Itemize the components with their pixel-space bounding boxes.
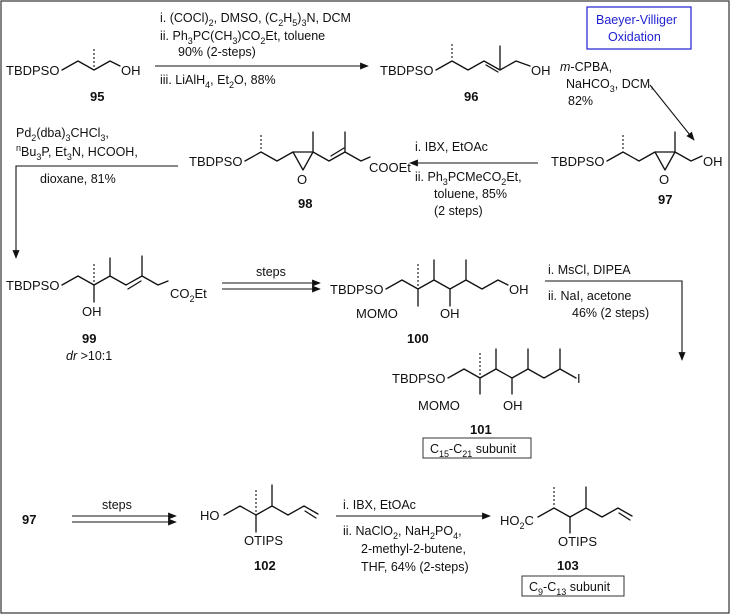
reaction-arrow-2 [649,84,695,141]
compound-number: 103 [557,558,579,573]
tbdpso-label: TBDPSO [392,371,445,386]
svg-text:(2 steps): (2 steps) [434,204,483,218]
svg-text:THF, 64% (2-steps): THF, 64% (2-steps) [361,560,469,574]
subunit-label: C15-C21 subunit [430,442,517,459]
tbdpso-label: TBDPSO [551,154,604,169]
reaction-arrow-7 [72,512,177,526]
compound-number: 98 [298,196,312,211]
svg-text:ii. Ph3PC(CH3)CO2Et, toluene: ii. Ph3PC(CH3)CO2Et, toluene [160,29,325,46]
compound-number: 101 [470,422,492,437]
compound-number: 102 [254,558,276,573]
compound-97-label: 97 [22,512,36,527]
ester-label: COOEt [369,160,411,175]
epoxide-oxygen: O [659,172,669,187]
hydroxyl-label: OH [531,63,551,78]
svg-text:i. (COCl)2, DMSO, (C2H5)3N, DC: i. (COCl)2, DMSO, (C2H5)3N, DCM [160,11,351,28]
svg-text:2-methyl-2-butene,: 2-methyl-2-butene, [361,542,466,556]
reaction-arrow-4 [12,165,178,259]
svg-text:Pd2(dba)3CHCl3,: Pd2(dba)3CHCl3, [16,126,109,143]
conditions-step-7: steps [102,498,132,512]
compound-number: 97 [658,192,672,207]
compound-96: TBDPSO OH 96 [380,42,551,104]
tbdpso-label: TBDPSO [380,63,433,78]
svg-text:i. MsCl, DIPEA: i. MsCl, DIPEA [548,263,631,277]
hydroxyl-label: HO [200,508,220,523]
svg-text:HO2C: HO2C [500,513,534,531]
tbdpso-label: TBDPSO [330,282,383,297]
otips-label: OTIPS [244,533,283,548]
otips-label: OTIPS [558,534,597,549]
conditions-step-2: m-CPBA, NaHCO3, DCM, 82% [560,60,654,108]
svg-text:NaHCO3, DCM,: NaHCO3, DCM, [566,77,654,94]
conditions-step-8: i. IBX, EtOAc ii. NaClO2, NaH2PO4, 2-met… [343,498,469,574]
compound-97: TBDPSO O OH 97 [551,131,723,207]
svg-text:nBu3P, Et3N, HCOOH,: nBu3P, Et3N, HCOOH, [16,143,138,162]
conditions-step-1: i. (COCl)2, DMSO, (C2H5)3N, DCM ii. Ph3P… [160,11,351,90]
carboxylic-acid-label: HO [500,513,520,528]
svg-text:CO2Et: CO2Et [170,286,207,304]
compound-102: HO OTIPS 102 [200,484,319,573]
hydroxyl-label: OH [82,304,102,319]
svg-text:90% (2-steps): 90% (2-steps) [178,45,256,59]
compound-number: 96 [464,89,478,104]
svg-text:Oxidation: Oxidation [608,30,661,44]
svg-text:i. IBX, EtOAc: i. IBX, EtOAc [415,140,488,154]
svg-text:82%: 82% [568,94,593,108]
tbdpso-label: TBDPSO [189,154,242,169]
conditions-step-3: i. IBX, EtOAc ii. Ph3PCMeCO2Et, toluene,… [415,140,522,218]
mom-label: MOMO [418,398,460,413]
tbdpso-label: TBDPSO [6,63,59,78]
svg-text:dioxane, 81%: dioxane, 81% [40,172,116,186]
svg-text:46% (2 steps): 46% (2 steps) [572,306,649,320]
reaction-arrow-6 [545,280,686,361]
compound-99: TBDPSO OH CO2Et 99 dr >10:1 [6,255,207,363]
iodo-label: I [577,371,581,386]
hydroxyl-label: OH [703,154,723,169]
ester-label: CO [170,286,190,301]
subunit-label: C9-C13 subunit [529,580,611,597]
hydroxyl-label: OH [440,306,460,321]
compound-101: TBDPSO I MOMO OH 101 C15-C21 subunit [392,348,581,459]
hydroxyl-label: OH [503,398,523,413]
conditions-step-5: steps [256,265,286,279]
svg-text:Baeyer-Villiger: Baeyer-Villiger [596,13,677,27]
baeyer-villiger-box: Baeyer-Villiger Oxidation [586,6,692,50]
svg-text:ii. Ph3PCMeCO2Et,: ii. Ph3PCMeCO2Et, [415,170,522,187]
compound-number: 99 [82,331,96,346]
svg-text:ii. NaI, acetone: ii. NaI, acetone [548,289,631,303]
reaction-arrow-5 [222,279,321,293]
mom-label: MOMO [356,306,398,321]
conditions-step-6: i. MsCl, DIPEA ii. NaI, acetone 46% (2 s… [548,263,649,320]
compound-98: TBDPSO O COOEt 98 [189,131,411,211]
compound-number: 95 [90,89,104,104]
svg-text:toluene, 85%: toluene, 85% [434,187,507,201]
epoxide-oxygen: O [297,172,307,187]
svg-text:m-CPBA,: m-CPBA, [560,60,612,74]
compound-100: TBDPSO MOMO OH OH 100 [330,259,529,346]
compound-103: HO2C OTIPS 103 C9-C13 subunit [500,486,633,597]
svg-text:i. IBX, EtOAc: i. IBX, EtOAc [343,498,416,512]
svg-text:ii. NaClO2, NaH2PO4,: ii. NaClO2, NaH2PO4, [343,524,462,541]
svg-text:iii. LiAlH4, Et2O, 88%: iii. LiAlH4, Et2O, 88% [160,73,276,90]
diastereomeric-ratio: dr >10:1 [66,349,112,363]
conditions-step-4: Pd2(dba)3CHCl3, nBu3P, Et3N, HCOOH, diox… [16,126,138,186]
tbdpso-label: TBDPSO [6,278,59,293]
compound-number: 100 [407,331,429,346]
hydroxyl-label: OH [509,282,529,297]
hydroxyl-label: OH [121,63,141,78]
compound-95: TBDPSO OH 95 [6,48,141,104]
